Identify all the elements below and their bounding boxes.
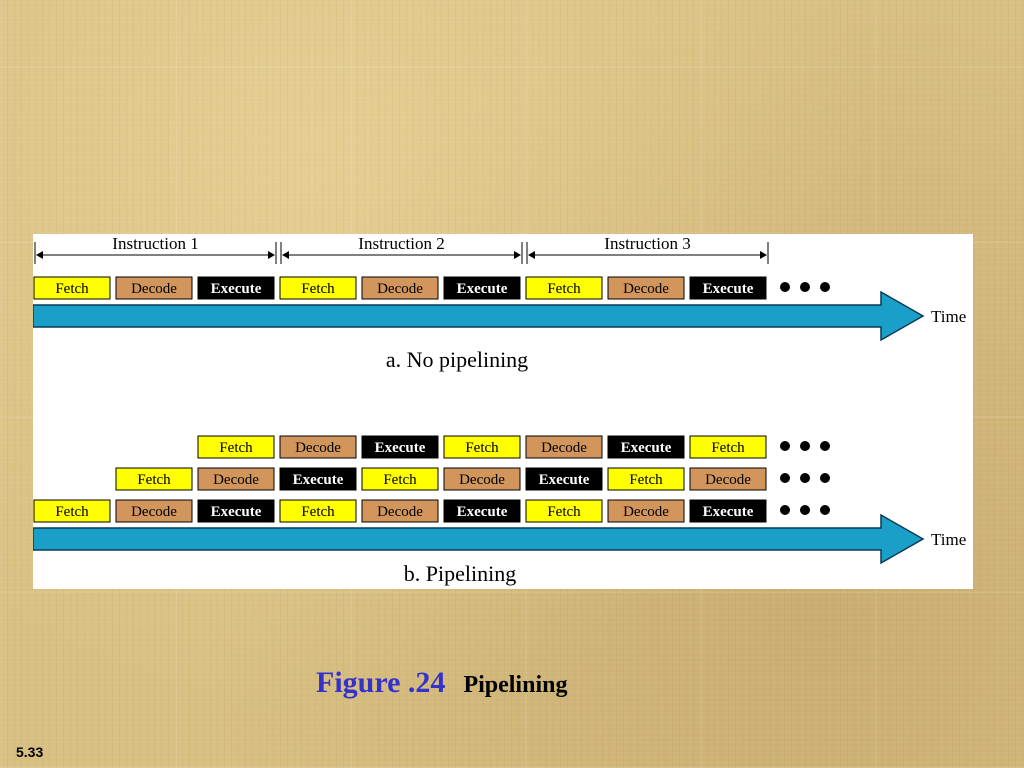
fetch-stage-box-b-r2-1: [115, 467, 193, 491]
continuation-dot-b-r3-1: [780, 505, 790, 515]
caption-no-pipelining: a. No pipelining: [386, 347, 528, 372]
execute-stage-label-b-r3-9: Execute: [703, 504, 754, 520]
decode-stage-label-a-8: Decode: [623, 281, 669, 297]
fetch-stage-label-a-4: Fetch: [301, 281, 335, 297]
decode-stage-box-a-5: [361, 276, 439, 300]
continuation-dot-b-r1-1: [780, 441, 790, 451]
fetch-stage-box-b-r1-7: [689, 435, 767, 459]
fetch-stage-box-b-r1-1: [197, 435, 275, 459]
execute-stage-label-b-r1-6: Execute: [621, 440, 672, 456]
fetch-stage-box-b-r3-1: [33, 499, 111, 523]
execute-stage-label-a-9: Execute: [703, 281, 754, 297]
decode-stage-label-a-2: Decode: [131, 281, 177, 297]
time-a-label: Time: [931, 307, 966, 326]
execute-stage-box-b-r2-6: [525, 467, 603, 491]
decode-stage-label-a-5: Decode: [377, 281, 423, 297]
fetch-stage-label-b-r1-4: Fetch: [465, 440, 499, 456]
decode-stage-box-b-r3-5: [361, 499, 439, 523]
execute-stage-box-a-3: [197, 276, 275, 300]
decode-stage-label-b-r2-2: Decode: [213, 472, 259, 488]
figure-panel: Instruction 1 Instruction 2 Instruction 3 F…: [33, 234, 973, 589]
instruction-1-label: Instruction 1: [112, 234, 198, 253]
slide-number: 5.33: [16, 744, 44, 760]
decode-stage-box-b-r3-2: [115, 499, 193, 523]
fetch-stage-box-a-4: [279, 276, 357, 300]
fetch-stage-label-a-1: Fetch: [55, 281, 89, 297]
continuation-dot-a-3: [820, 282, 830, 292]
execute-stage-label-a-3: Execute: [211, 281, 262, 297]
fetch-stage-label-b-r2-1: Fetch: [137, 472, 171, 488]
fetch-stage-label-b-r1-1: Fetch: [219, 440, 253, 456]
continuation-dot-b-r2-1: [780, 473, 790, 483]
decode-stage-box-a-8: [607, 276, 685, 300]
decode-stage-label-b-r3-5: Decode: [377, 504, 423, 520]
execute-stage-label-b-r1-3: Execute: [375, 440, 426, 456]
decode-stage-label-b-r2-5: Decode: [459, 472, 505, 488]
instruction-3-bracket-arrow-right: [760, 251, 767, 259]
execute-stage-label-b-r2-3: Execute: [293, 472, 344, 488]
fetch-stage-box-b-r2-4: [361, 467, 439, 491]
instruction-3-label: Instruction 3: [604, 234, 690, 253]
continuation-dot-b-r1-2: [800, 441, 810, 451]
decode-stage-label-b-r1-5: Decode: [541, 440, 587, 456]
execute-stage-box-b-r1-6: [607, 435, 685, 459]
execute-stage-box-b-r1-3: [361, 435, 439, 459]
execute-stage-box-a-6: [443, 276, 521, 300]
time-b-arrow: [33, 513, 925, 565]
execute-stage-label-b-r2-6: Execute: [539, 472, 590, 488]
continuation-dot-a-2: [800, 282, 810, 292]
fetch-stage-label-b-r2-7: Fetch: [629, 472, 663, 488]
continuation-dot-b-r2-3: [820, 473, 830, 483]
execute-stage-box-b-r3-9: [689, 499, 767, 523]
fetch-stage-label-a-7: Fetch: [547, 281, 581, 297]
decode-stage-box-a-2: [115, 276, 193, 300]
decode-stage-label-b-r1-2: Decode: [295, 440, 341, 456]
fetch-stage-label-b-r3-1: Fetch: [55, 504, 89, 520]
figure-caption: Figure .24 Pipelining: [316, 666, 567, 700]
decode-stage-box-b-r2-2: [197, 467, 275, 491]
fetch-stage-label-b-r3-7: Fetch: [547, 504, 581, 520]
time-b-label: Time: [931, 530, 966, 549]
decode-stage-box-b-r1-5: [525, 435, 603, 459]
pipelining-diagram: Instruction 1 Instruction 2 Instruction 3 F…: [33, 234, 966, 586]
decode-stage-box-b-r1-2: [279, 435, 357, 459]
fetch-stage-box-a-7: [525, 276, 603, 300]
decode-stage-label-b-r3-2: Decode: [131, 504, 177, 520]
fetch-stage-box-b-r2-7: [607, 467, 685, 491]
fetch-stage-label-b-r3-4: Fetch: [301, 504, 335, 520]
execute-stage-label-a-6: Execute: [457, 281, 508, 297]
fetch-stage-box-b-r1-4: [443, 435, 521, 459]
execute-stage-box-b-r3-3: [197, 499, 275, 523]
continuation-dot-b-r2-2: [800, 473, 810, 483]
caption-pipelining: b. Pipelining: [404, 561, 516, 586]
fetch-stage-box-b-r3-4: [279, 499, 357, 523]
figure-number: Figure .24: [316, 666, 446, 699]
execute-stage-label-b-r3-6: Execute: [457, 504, 508, 520]
execute-stage-box-b-r3-6: [443, 499, 521, 523]
fetch-stage-label-b-r2-4: Fetch: [383, 472, 417, 488]
decode-stage-box-b-r2-8: [689, 467, 767, 491]
continuation-dot-b-r1-3: [820, 441, 830, 451]
decode-stage-box-b-r3-8: [607, 499, 685, 523]
instruction-2-bracket-arrow-left: [282, 251, 289, 259]
instruction-2-bracket-arrow-right: [514, 251, 521, 259]
continuation-dot-b-r3-2: [800, 505, 810, 515]
time-a-arrow: [33, 290, 925, 342]
fetch-stage-box-b-r3-7: [525, 499, 603, 523]
instruction-1-bracket-arrow-right: [268, 251, 275, 259]
fetch-stage-label-b-r1-7: Fetch: [711, 440, 745, 456]
execute-stage-label-b-r3-3: Execute: [211, 504, 262, 520]
continuation-dot-b-r3-3: [820, 505, 830, 515]
figure-title: Pipelining: [463, 672, 568, 698]
instruction-3-bracket-arrow-left: [528, 251, 535, 259]
decode-stage-label-b-r2-8: Decode: [705, 472, 751, 488]
fetch-stage-box-a-1: [33, 276, 111, 300]
instruction-2-label: Instruction 2: [358, 234, 444, 253]
instruction-1-bracket-arrow-left: [36, 251, 43, 259]
execute-stage-box-b-r2-3: [279, 467, 357, 491]
decode-stage-label-b-r3-8: Decode: [623, 504, 669, 520]
execute-stage-box-a-9: [689, 276, 767, 300]
continuation-dot-a-1: [780, 282, 790, 292]
decode-stage-box-b-r2-5: [443, 467, 521, 491]
